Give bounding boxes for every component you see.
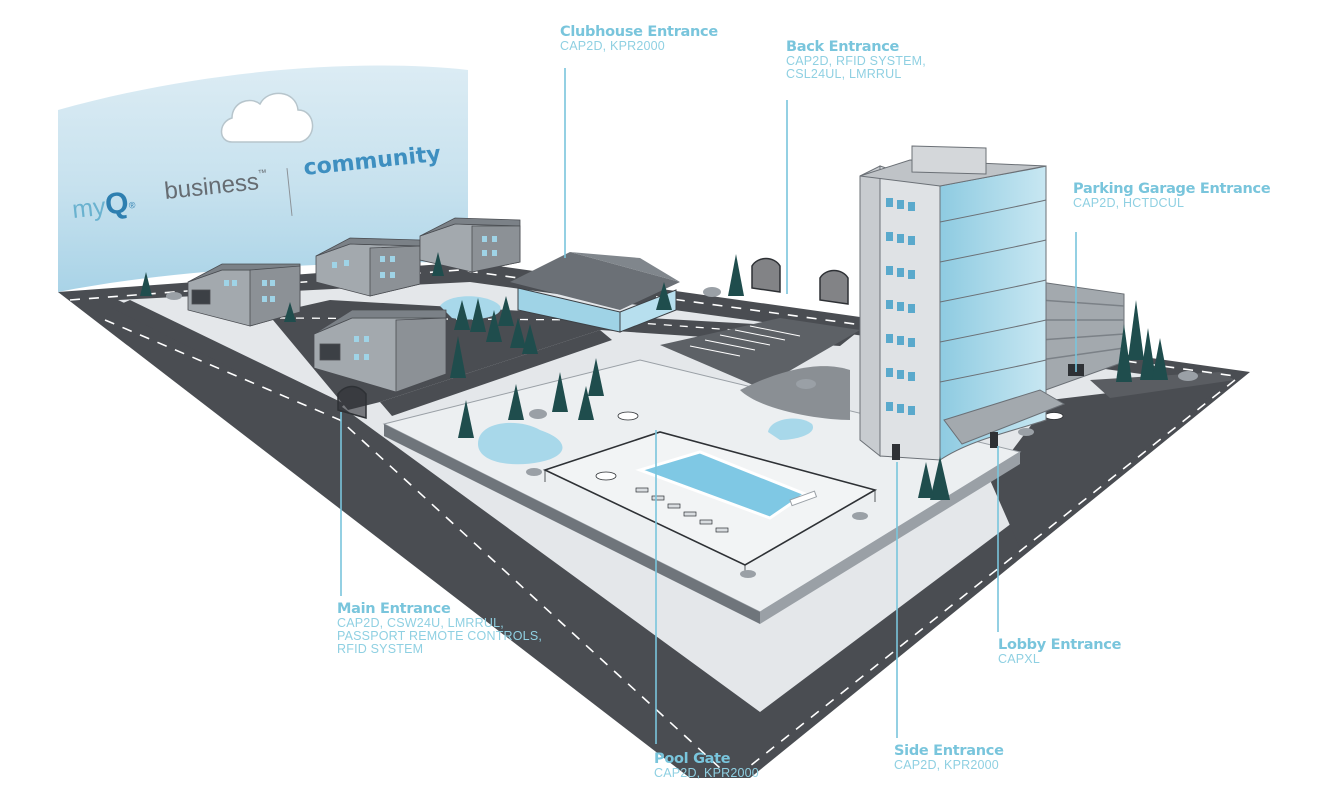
callout-title: Clubhouse Entrance [560, 24, 718, 40]
callout-detail: CAP2D, RFID SYSTEM, [786, 54, 926, 69]
pond [440, 296, 814, 465]
house [313, 309, 447, 393]
callout-detail: CAP2D, KPR2000 [560, 39, 665, 54]
business-wordmark: business™ [163, 167, 269, 206]
parking-lot [660, 318, 860, 420]
callout-title: Parking Garage Entrance [1073, 181, 1271, 197]
callout-detail: CAP2D, CSW24U, LMRRUL, [337, 616, 504, 631]
trees [140, 252, 1168, 500]
callout-parking-garage-entrance: Parking Garage Entrance CAP2D, HCTDCUL [1073, 181, 1271, 211]
callout-back-entrance: Back Entrance CAP2D, RFID SYSTEM, CSL24U… [786, 39, 926, 82]
house [419, 217, 521, 273]
gates [337, 257, 849, 419]
myq-wordmark: myQ® [70, 186, 137, 226]
logo-divider [286, 168, 293, 216]
callout-title: Pool Gate [654, 751, 731, 767]
myq-business-community-logo: myQ® business™ community [71, 142, 454, 230]
clubhouse-building [510, 252, 680, 333]
callout-lobby-entrance: Lobby Entrance CAPXL [998, 637, 1122, 667]
callout-title: Back Entrance [786, 39, 900, 55]
houses [187, 217, 521, 393]
myq-my-text: my [70, 192, 107, 225]
cloud-icon [220, 92, 314, 143]
callout-detail: CSL24UL, LMRRUL [786, 67, 902, 82]
myq-q-letter: Q [103, 186, 131, 222]
brand-sky-panel [58, 65, 468, 292]
callout-detail: CAP2D, HCTDCUL [1073, 196, 1185, 211]
house [187, 263, 301, 327]
shrubs [166, 287, 1198, 578]
callout-title: Main Entrance [337, 601, 451, 617]
callout-detail: RFID SYSTEM [337, 642, 424, 657]
callout-clubhouse-entrance: Clubhouse Entrance CAP2D, KPR2000 [560, 24, 718, 54]
callout-detail: CAPXL [998, 652, 1040, 667]
trademark-mark: ™ [257, 167, 268, 179]
callout-detail: CAP2D, KPR2000 [654, 766, 759, 781]
business-text: business [163, 168, 261, 206]
callout-main-entrance: Main Entrance CAP2D, CSW24U, LMRRUL, PAS… [337, 601, 543, 657]
pool-area [542, 411, 1064, 577]
callout-title: Lobby Entrance [998, 637, 1122, 653]
callout-pool-gate: Pool Gate CAP2D, KPR2000 [654, 751, 759, 781]
callout-detail: PASSPORT REMOTE CONTROLS, [337, 629, 543, 644]
callout-title: Side Entrance [894, 743, 1004, 759]
tower-building [859, 145, 1066, 461]
callout-side-entrance: Side Entrance CAP2D, KPR2000 [894, 743, 1004, 773]
callout-detail: CAP2D, KPR2000 [894, 758, 999, 773]
callout-leader-lines [340, 68, 1077, 744]
registered-mark: ® [128, 199, 136, 211]
house [315, 237, 421, 297]
